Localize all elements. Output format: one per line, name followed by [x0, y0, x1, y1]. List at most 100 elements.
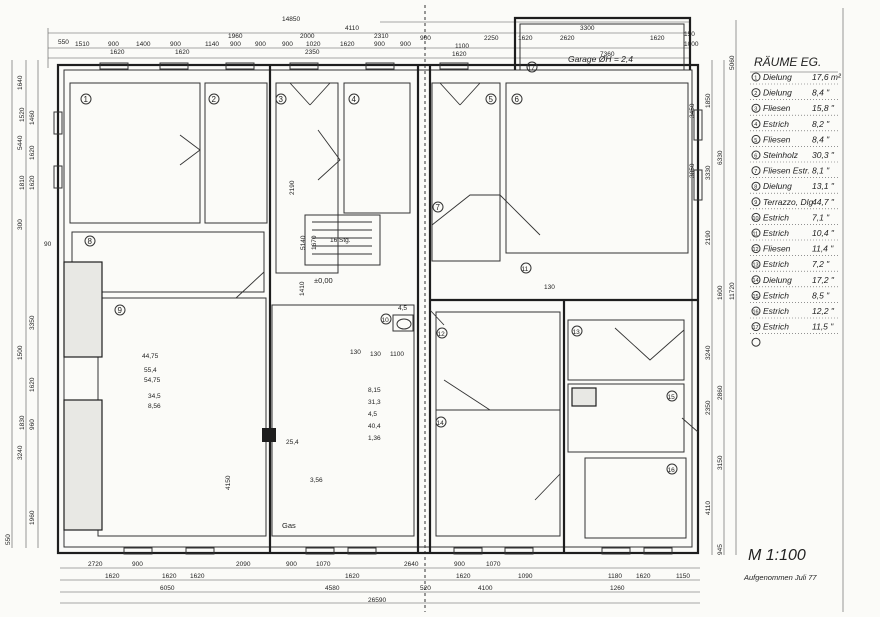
dim-text: 6330 [717, 150, 724, 165]
handwritten-note: 4,5 [398, 305, 407, 312]
room-number: 11 [522, 266, 529, 273]
legend-room-marker [751, 150, 761, 160]
legend-room-area: 11,5 " [812, 322, 834, 332]
dim-text: 1620 [456, 573, 471, 580]
dim-text: 900 [282, 41, 293, 48]
dim-text: 1510 [75, 41, 90, 48]
outer-wall [56, 63, 700, 555]
dim-text: 1620 [518, 35, 533, 42]
dim-text: 550 [5, 534, 12, 545]
room-number: 1 [84, 95, 89, 104]
dim-text: 2090 [236, 561, 251, 568]
handwritten-note: 1810 [19, 175, 26, 190]
room-number: 6 [515, 95, 520, 104]
legend-room-floor: Dielung [763, 88, 792, 98]
handwritten-note: 90 [44, 241, 52, 248]
dim-text: 3240 [17, 445, 24, 460]
legend-room-number: 10 [753, 216, 759, 222]
dim-text: 1620 [29, 145, 36, 160]
legend-room-number: 4 [754, 122, 757, 128]
dim-text: 2350 [705, 400, 712, 415]
legend-room-marker [751, 290, 761, 300]
dim-text: 11720 [729, 282, 736, 300]
legend-room-area: 15,8 " [812, 103, 835, 113]
dim-text: 1620 [340, 41, 355, 48]
handwritten-note: 1520 [19, 107, 26, 122]
handwritten-note: 1670 [311, 235, 318, 250]
handwritten-note: 130 [370, 351, 381, 358]
dim-text: 14850 [282, 16, 300, 23]
dim-text: 900 [374, 41, 385, 48]
legend-room-floor: Fliesen [763, 134, 791, 144]
dim-text: 3150 [717, 455, 724, 470]
legend-room-number: 11 [753, 231, 759, 237]
dim-text: 2720 [88, 561, 103, 568]
legend-room-floor: Estrich [763, 322, 789, 332]
dimension-chain-left: 1640 1460 1620 5440 1620 300 3350 1500 1… [5, 60, 39, 548]
dim-text: 1960 [29, 510, 36, 525]
dim-text: 2640 [404, 561, 419, 568]
legend-room-marker [751, 197, 761, 207]
legend-room-number: 17 [753, 325, 759, 331]
room-number: 13 [573, 329, 581, 336]
room-numbers: 1 2 3 4 5 6 7 8 9 10 11 12 13 14 15 16 1… [80, 61, 678, 475]
legend-room-number: 14 [753, 278, 759, 284]
dim-text: 130 [544, 284, 555, 291]
windows [53, 62, 703, 555]
dim-text: 1620 [175, 49, 190, 56]
legend-room-floor: Estrich [763, 259, 789, 269]
room-number: 10 [382, 317, 390, 324]
dim-text: 2860 [717, 385, 724, 400]
stair: 16 Stg. [312, 221, 372, 255]
legend-room-number: 7 [754, 169, 757, 175]
legend-room-marker [751, 259, 761, 269]
legend-room-floor: Estrich [763, 228, 789, 238]
legend-room-number: 12 [753, 247, 759, 253]
legend-room-number: 3 [754, 107, 757, 113]
legend-room-floor: Fliesen [763, 244, 791, 254]
legend-room-marker [751, 88, 761, 98]
room-number: 3 [279, 95, 284, 104]
handwritten-note: 8,56 [148, 403, 161, 410]
dim-text: 1150 [676, 573, 690, 580]
dim-text: 900 [400, 41, 411, 48]
legend-room-number: 5 [754, 138, 757, 144]
dim-text: 5440 [17, 135, 24, 150]
legend-room-floor: Estrich [763, 119, 789, 129]
legend-room-marker [751, 134, 761, 144]
handwritten-note: 44,75 [142, 353, 159, 360]
dim-text: 1960 [228, 33, 243, 40]
dim-text: 900 [420, 35, 431, 42]
dim-text: 3350 [29, 315, 36, 330]
legend-room-area: 17,6 m² [812, 72, 842, 82]
handwritten-note: 130 [350, 349, 361, 356]
door-swings [179, 82, 699, 501]
legend-room-area: 7,1 " [812, 212, 830, 222]
dim-text: 945 [717, 544, 724, 555]
dim-text: 3330 [705, 165, 712, 180]
surveyed-note: Aufgenommen Juli 77 [743, 573, 817, 582]
room-number: 14 [437, 420, 445, 427]
room-legend: RÄUME EG. [750, 55, 838, 73]
dim-text: 2620 [560, 35, 575, 42]
legend-room-marker [751, 103, 761, 113]
dim-text: 1620 [636, 573, 651, 580]
dim-text: 1070 [316, 561, 331, 568]
dim-text: 26590 [368, 597, 386, 604]
legend-room-marker [751, 119, 761, 129]
dim-text: 1640 [17, 75, 24, 90]
garage-label: Garage ØH = 2,4 [568, 54, 633, 64]
level-mark: ±0,00 [314, 276, 333, 285]
legend-room-floor: Estrich [763, 306, 789, 316]
legend-room-floor: Fliesen Estr. [763, 166, 810, 176]
inner-outer-wall [63, 69, 693, 548]
dim-text: 1620 [162, 573, 177, 580]
legend-room-number: 13 [753, 263, 759, 269]
handwritten-note: 1830 [19, 415, 26, 430]
dim-text: 7360 [600, 51, 615, 58]
dim-text: 2000 [300, 33, 315, 40]
handwritten-note: 4,5 [368, 411, 377, 418]
legend-title: RÄUME EG. [754, 55, 821, 69]
handwritten-note: 34,5 [148, 393, 161, 400]
dim-text: 520 [420, 585, 431, 592]
